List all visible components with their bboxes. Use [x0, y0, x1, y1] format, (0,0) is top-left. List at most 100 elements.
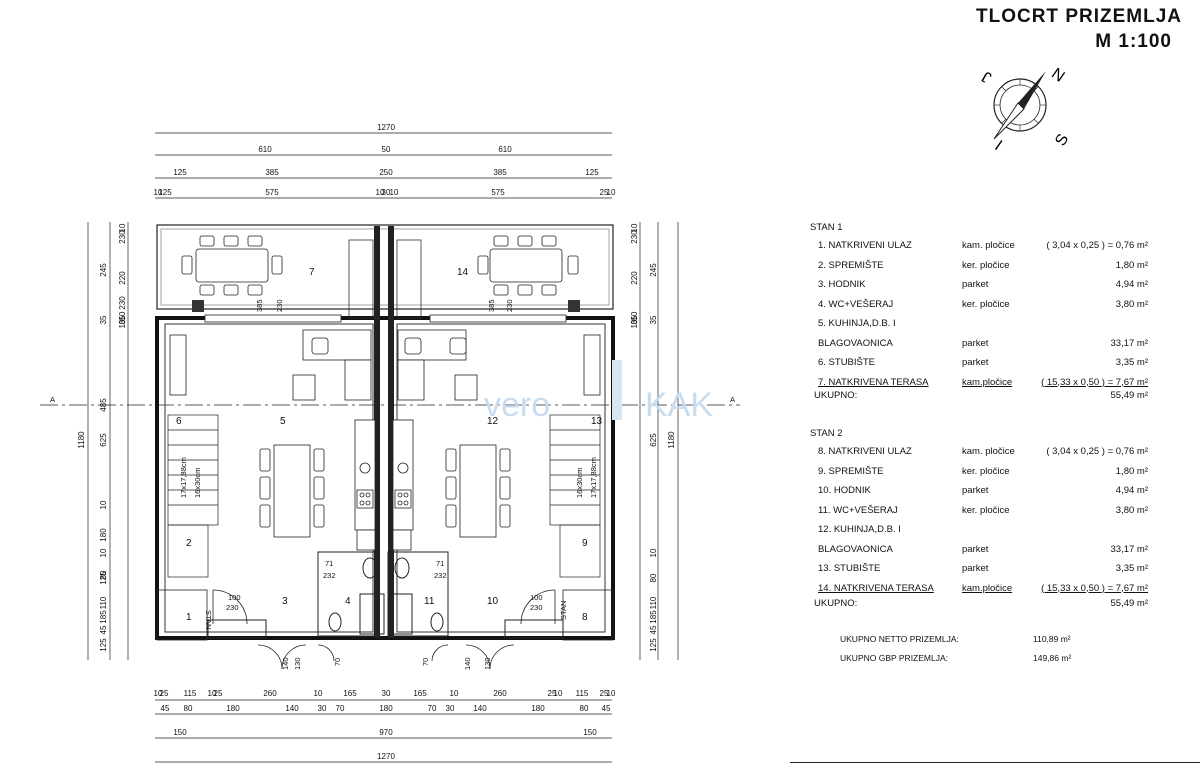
- dimension-label: 165: [343, 689, 357, 698]
- room-number: 6: [176, 416, 182, 427]
- netto-value: 110,89 m²: [1033, 634, 1071, 644]
- dimension-label: 1270: [377, 752, 395, 761]
- stair-label-3: 16x30cm: [575, 468, 584, 498]
- dimension-label: 10: [118, 311, 127, 320]
- stan1-header-row: STAN 1: [810, 222, 1150, 242]
- schedule-name: 1. NATKRIVENI ULAZ: [818, 240, 912, 251]
- schedule-name: 2. SPREMIŠTE: [818, 259, 884, 271]
- dimension-label: 1180: [667, 431, 676, 449]
- dimension-label: 25: [548, 689, 557, 698]
- dimension-label: 125: [158, 188, 172, 197]
- dimension-label: 385: [265, 168, 279, 177]
- dimension-label: 10: [390, 188, 399, 197]
- dimension-label: 10: [649, 548, 658, 557]
- netto-label: UKUPNO NETTO PRIZEMLJA:: [840, 634, 959, 644]
- schedule-area: 1,80 m²: [1115, 465, 1148, 477]
- schedule-mat: kam. pločice: [962, 446, 1015, 457]
- dimension-label: 230: [118, 296, 127, 310]
- section-mark-right: A: [730, 395, 735, 404]
- wc-label-1: 71: [325, 559, 333, 568]
- dimension-label: 150: [583, 728, 597, 737]
- schedule-name: 10. HODNIK: [818, 485, 871, 496]
- stair-label-4: 17x17,88cm: [589, 457, 598, 498]
- dimension-label: 115: [184, 689, 197, 698]
- dimension-label: 45: [649, 625, 658, 634]
- stan1-total-row: UKUPNO: 55,49 m²: [810, 390, 1150, 410]
- schedule-name: 6. STUBIŠTE: [818, 357, 876, 368]
- dimension-label: 25: [160, 689, 169, 698]
- netto-row: UKUPNO NETTO PRIZEMLJA: 110,89 m²: [840, 634, 1170, 650]
- schedule-mat: kam.pločice: [962, 582, 1013, 594]
- dimension-label: 45: [602, 704, 611, 713]
- dimension-label: 10: [607, 188, 616, 197]
- door-dim-5: 140: [463, 657, 472, 670]
- schedule-row: 9. SPREMIŠTE ker. pločice 1,80 m²: [810, 466, 1150, 486]
- dimension-label: 10: [208, 689, 217, 698]
- stair-label-1: 17x17,88cm: [179, 457, 188, 498]
- dimension-label: 70: [428, 704, 437, 713]
- stan2-header: STAN 2: [810, 428, 843, 439]
- schedule-area: 3,35 m²: [1115, 563, 1148, 574]
- wc-label-3: 71: [436, 559, 444, 568]
- schedule-mat: parket: [962, 543, 989, 555]
- schedule-row: 12. KUHINJA,D.B. I: [810, 524, 1150, 544]
- gbp-row: UKUPNO GBP PRIZEMLJA: 149,86 m²: [840, 653, 1170, 669]
- dimension-label: 125: [649, 638, 658, 652]
- dimension-label: 165: [413, 689, 427, 698]
- schedule-name: 13. STUBIŠTE: [818, 563, 881, 574]
- dimension-label: 110: [99, 596, 108, 609]
- dimension-label: 10: [607, 689, 616, 698]
- dimension-label: 610: [258, 145, 272, 154]
- schedule-name: 9. SPREMIŠTE: [818, 465, 884, 477]
- dimension-label: 125: [585, 168, 599, 177]
- dimension-label: 625: [649, 433, 658, 447]
- dimension-label: 150: [173, 728, 187, 737]
- stan1-total-label: UKUPNO:: [814, 390, 858, 401]
- room-number: 5: [280, 416, 286, 427]
- door-dim-4: 70: [421, 658, 430, 666]
- dimension-label: 575: [491, 188, 505, 197]
- dimension-label: 10: [118, 319, 127, 328]
- dimension-label: 35: [649, 315, 658, 324]
- schedule-area: 33,17 m²: [1110, 543, 1149, 555]
- dimension-label: 35: [99, 315, 108, 324]
- schedule-mat: parket: [962, 485, 989, 496]
- dimension-label: 10: [314, 689, 323, 698]
- room-number: 13: [591, 416, 603, 427]
- dimension-label: 125: [99, 571, 108, 585]
- schedule-area: ( 3,04 x 0,25 ) = 0,76 m²: [1046, 240, 1148, 251]
- room-number: 2: [186, 538, 192, 549]
- dimension-label: 35: [630, 315, 639, 324]
- dimension-label: 10: [154, 689, 163, 698]
- stan2-total-row: UKUPNO: 55,49 m²: [810, 598, 1150, 618]
- schedule-mat: kam. pločice: [962, 240, 1015, 251]
- room-number: 12: [487, 416, 499, 427]
- stan-tag-2: STAN: [559, 601, 568, 620]
- door-label-1: 100: [228, 593, 241, 602]
- window-label-3: 385: [487, 299, 496, 312]
- schedule-mat: ker. pločice: [962, 298, 1010, 310]
- compass-south: S: [1052, 131, 1072, 149]
- dimension-label: 30: [446, 704, 455, 713]
- schedule-mat: ker. pločice: [962, 465, 1010, 477]
- dimension-label: 10: [630, 319, 639, 328]
- stan1-header: STAN 1: [810, 222, 843, 233]
- door-dim-2: 130: [293, 657, 302, 670]
- dimension-label: 250: [379, 168, 393, 177]
- dimension-label: 10: [630, 223, 639, 232]
- dimension-label: 10: [118, 223, 127, 232]
- schedule-area: ( 15,33 x 0,50 ) = 7,67 m²: [1041, 582, 1148, 594]
- dimension-label: 230: [118, 230, 127, 244]
- room-number: 8: [582, 612, 588, 623]
- room-number: 3: [282, 596, 288, 607]
- dimension-label: 625: [99, 433, 108, 447]
- stair-label-2: 16x30cm: [193, 468, 202, 498]
- dimension-label: 25: [214, 689, 223, 698]
- north-arrow-icon: N S J I: [979, 65, 1072, 154]
- schedule-name: 14. NATKRIVENA TERASA: [818, 582, 934, 594]
- dimension-label: 10: [376, 188, 385, 197]
